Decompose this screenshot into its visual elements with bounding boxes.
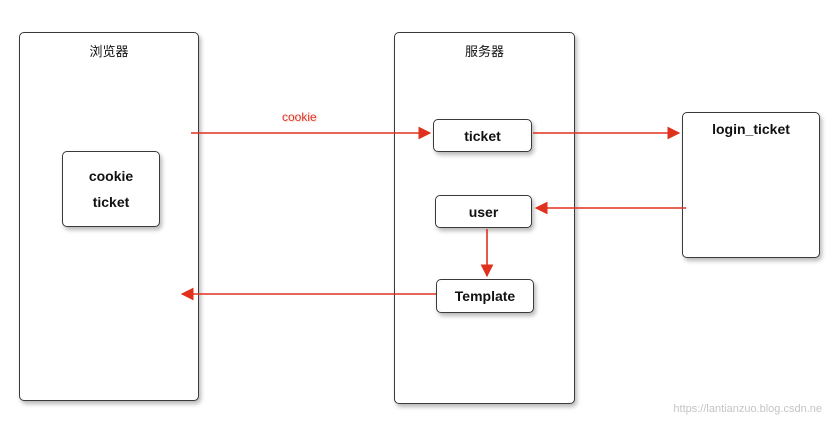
- user-node: user: [435, 195, 532, 228]
- browser-title: 浏览器: [89, 45, 129, 60]
- server-frame: 服务器: [394, 32, 575, 404]
- cookie-ticket-box: cookie ticket: [62, 151, 160, 227]
- ticket-node: ticket: [433, 119, 532, 152]
- watermark: https://lantianzuo.blog.csdn.ne: [673, 403, 822, 415]
- login-ticket-box: login_ticket: [682, 112, 820, 258]
- server-title: 服务器: [464, 45, 504, 60]
- cookie-box-line1: cookie: [88, 168, 134, 184]
- cookie-box-line2: ticket: [92, 194, 130, 210]
- template-node: Template: [436, 279, 534, 313]
- cookie-edge-label: cookie: [282, 110, 317, 124]
